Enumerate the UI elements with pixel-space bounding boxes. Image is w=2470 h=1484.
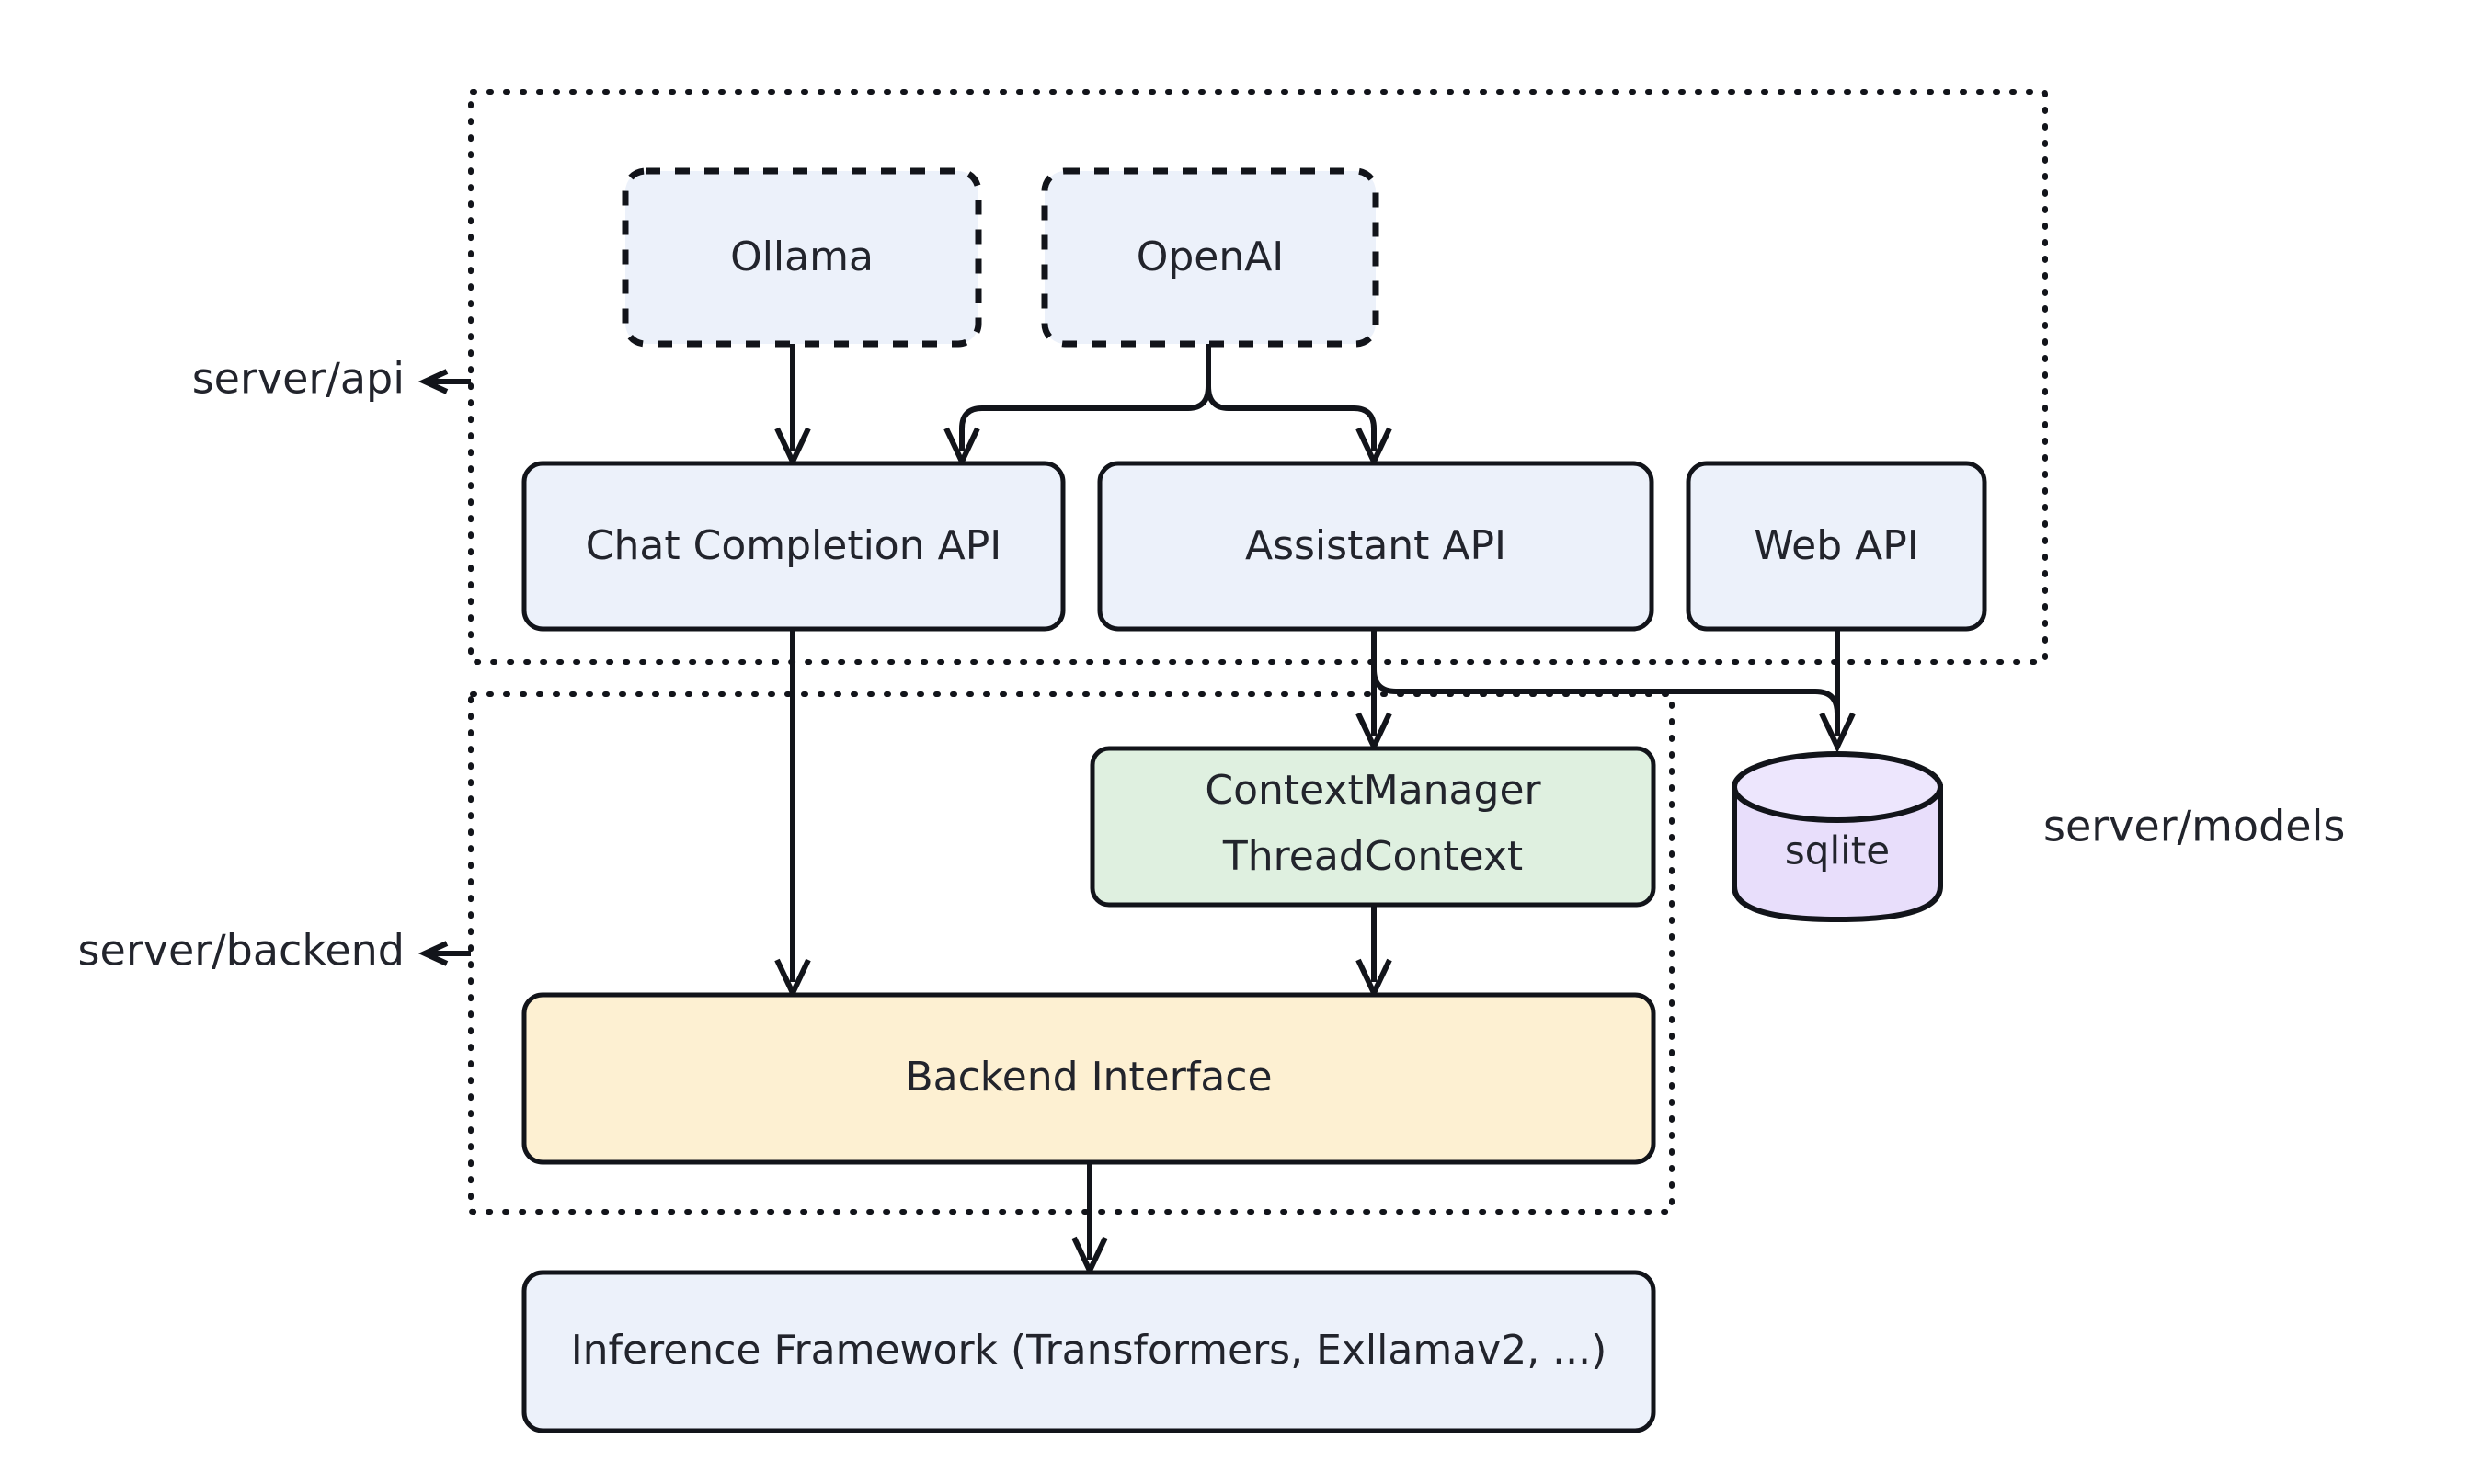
group-pointer-backend-arrowhead <box>417 941 449 966</box>
node-sqlite-cylinder-body[interactable] <box>1732 784 1943 923</box>
node-backend-interface[interactable]: Backend Interface <box>521 992 1656 1165</box>
node-inference-framework-box[interactable] <box>521 1270 1656 1433</box>
node-chat-completion-api[interactable]: Chat Completion API <box>521 461 1066 632</box>
node-chat-completion-api-label: Chat Completion API <box>586 522 1001 569</box>
node-web-api-label: Web API <box>1754 522 1919 569</box>
node-backend-interface-label: Backend Interface <box>905 1054 1272 1101</box>
edge-openai-to-chat-completion <box>959 385 1211 451</box>
node-openai-box[interactable] <box>1041 167 1379 348</box>
node-inference-framework[interactable]: Inference Framework (Transformers, Exlla… <box>521 1270 1656 1433</box>
node-assistant-api-label: Assistant API <box>1245 522 1506 569</box>
node-sqlite-cylinder-top <box>1732 751 1943 823</box>
node-web-api-box[interactable] <box>1686 461 1987 632</box>
node-backend-interface-box[interactable] <box>521 992 1656 1165</box>
node-inference-framework-label: Inference Framework (Transformers, Exlla… <box>571 1327 1607 1374</box>
node-ollama[interactable]: Ollama <box>622 167 982 348</box>
node-openai-label: OpenAI <box>1137 234 1285 280</box>
group-label-models: server/models <box>2043 802 2345 851</box>
node-context-manager[interactable]: ContextManager ThreadContext <box>1090 746 1656 908</box>
edge-assistant-to-sqlite <box>1371 668 1840 736</box>
group-container-api <box>468 89 2048 665</box>
node-context-manager-label-line1: ContextManager <box>1205 767 1541 814</box>
group-container-backend <box>468 691 1675 1215</box>
edge-assistant-to-sqlite-arrowhead <box>1819 712 1856 754</box>
node-ollama-label: Ollama <box>730 234 874 280</box>
node-web-api[interactable]: Web API <box>1686 461 1987 632</box>
node-sqlite[interactable]: sqlite <box>1732 751 1943 923</box>
node-ollama-box[interactable] <box>622 167 982 348</box>
node-assistant-api[interactable]: Assistant API <box>1097 461 1654 632</box>
edge-openai-to-assistant <box>1206 385 1377 451</box>
node-assistant-api-box[interactable] <box>1097 461 1654 632</box>
node-context-manager-box[interactable] <box>1090 746 1656 908</box>
node-context-manager-label-line2: ThreadContext <box>1222 833 1523 880</box>
node-openai[interactable]: OpenAI <box>1041 167 1379 348</box>
group-pointer-api-arrowhead <box>417 369 449 394</box>
node-chat-completion-api-box[interactable] <box>521 461 1066 632</box>
group-label-api: server/api <box>192 354 405 404</box>
node-sqlite-label: sqlite <box>1785 828 1890 873</box>
group-label-backend: server/backend <box>78 926 405 976</box>
